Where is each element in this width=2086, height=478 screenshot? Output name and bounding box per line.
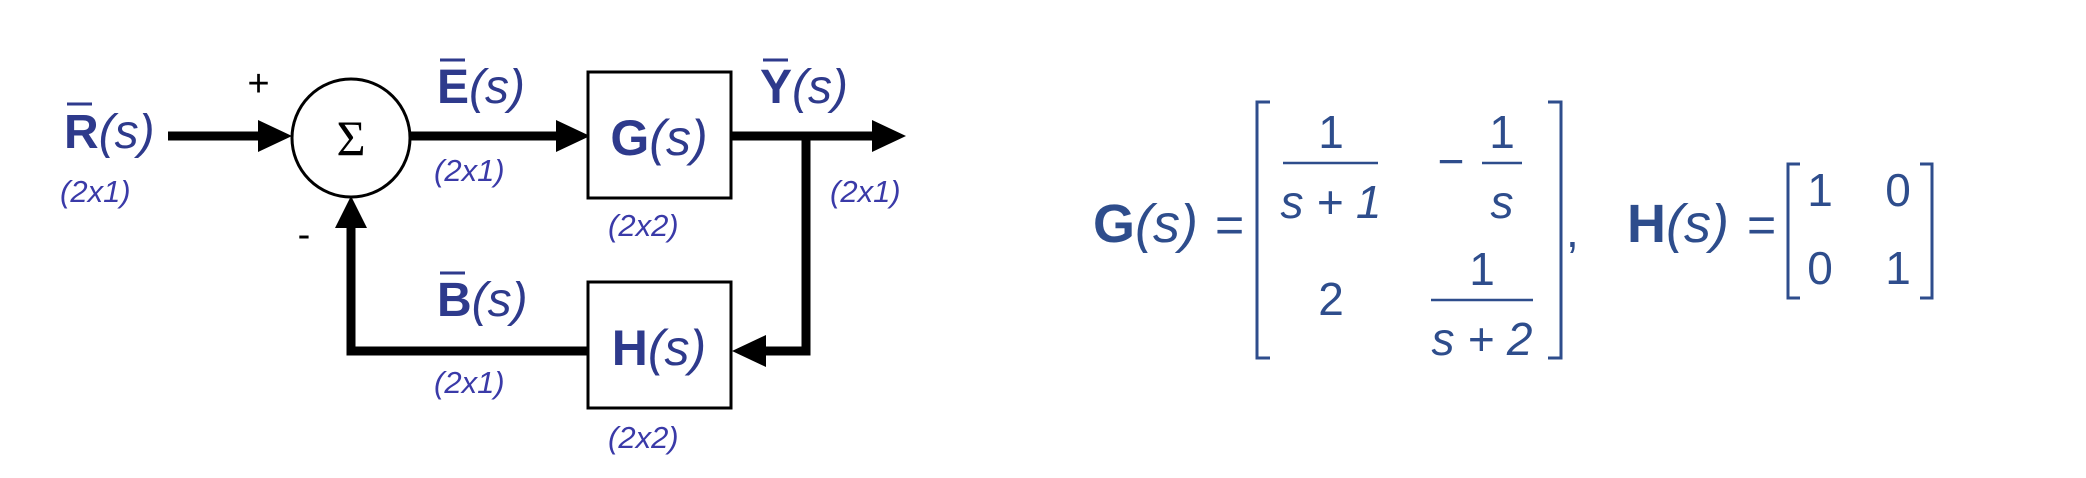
svg-text:E(s): E(s) bbox=[437, 61, 525, 114]
feedback-signal-arg: (s) bbox=[472, 274, 528, 327]
feedback-block-symbol: H bbox=[612, 320, 648, 376]
g-eq-symbol: G bbox=[1093, 194, 1135, 254]
output-arg: (s) bbox=[792, 61, 848, 114]
svg-text:H(s): H(s) bbox=[1627, 194, 1729, 254]
feedback-box bbox=[586, 280, 733, 410]
plant-arg: (s) bbox=[649, 110, 707, 166]
error-arg: (s) bbox=[469, 61, 525, 114]
g-eq-arg: (s) bbox=[1135, 194, 1198, 254]
feedback-block-arg: (s) bbox=[648, 320, 706, 376]
plant-block: G(s) (2x2) bbox=[586, 70, 733, 243]
svg-text:R(s): R(s) bbox=[64, 106, 155, 159]
h-m11: 1 bbox=[1807, 164, 1833, 216]
input-symbol: R bbox=[64, 106, 99, 159]
output-symbol: Y bbox=[760, 61, 792, 114]
output-signal-label: Y(s) (2x1) bbox=[760, 58, 901, 209]
error-dimension: (2x1) bbox=[434, 153, 505, 188]
g-m12-sign: − bbox=[1438, 135, 1465, 187]
feedback-signal-label: B(s) (2x1) bbox=[434, 271, 528, 400]
svg-text:G(s): G(s) bbox=[1093, 194, 1198, 254]
feedback-arrowhead-up bbox=[335, 196, 367, 228]
svg-text:Y(s): Y(s) bbox=[760, 61, 848, 114]
g-bracket-right bbox=[1548, 100, 1563, 360]
error-signal-label: E(s) (2x1) bbox=[434, 58, 525, 188]
g-equation: G(s) = 1 s + 1 − 1 s 2 1 s + 2 , bbox=[1093, 100, 1579, 365]
g-m11-denominator: s + 1 bbox=[1280, 176, 1381, 228]
g-m22-denominator: s + 2 bbox=[1431, 313, 1532, 365]
h-bracket-right bbox=[1920, 162, 1934, 300]
svg-text:H(s): H(s) bbox=[612, 320, 706, 376]
h-m12: 0 bbox=[1885, 164, 1911, 216]
g-m21: 2 bbox=[1318, 273, 1344, 325]
feedback-block: H(s) (2x2) bbox=[586, 280, 733, 455]
feedback-signal-symbol: B bbox=[437, 274, 472, 327]
h-eq-symbol: H bbox=[1627, 194, 1666, 254]
feedback-signal-dimension: (2x1) bbox=[434, 365, 505, 400]
feedback-block-dimension: (2x2) bbox=[608, 420, 679, 455]
h-eq-equals: = bbox=[1747, 197, 1776, 253]
g-bracket-left bbox=[1255, 100, 1270, 360]
minus-sign: - bbox=[298, 214, 311, 256]
g-m12-denominator: s bbox=[1491, 176, 1514, 228]
g-m12-numerator: 1 bbox=[1489, 106, 1515, 158]
plus-sign: + bbox=[247, 63, 269, 105]
h-m21: 0 bbox=[1807, 242, 1833, 294]
block-diagram: R(s) (2x1) Σ + - E(s) (2x1) bbox=[60, 58, 906, 455]
plant-dimension: (2x2) bbox=[608, 208, 679, 243]
output-arrowhead bbox=[872, 120, 906, 152]
sigma-symbol: Σ bbox=[336, 110, 365, 166]
svg-text:B(s): B(s) bbox=[437, 274, 528, 327]
h-equation: H(s) = 1 0 0 1 bbox=[1627, 162, 1934, 300]
error-symbol: E bbox=[437, 61, 469, 114]
h-eq-arg: (s) bbox=[1666, 194, 1729, 254]
h-bracket-left bbox=[1786, 162, 1800, 300]
feedback-path-left bbox=[346, 228, 588, 356]
g-m22-numerator: 1 bbox=[1469, 243, 1495, 295]
output-dimension: (2x1) bbox=[830, 174, 901, 209]
feedback-arrowhead-right bbox=[732, 335, 766, 367]
g-m11-numerator: 1 bbox=[1318, 106, 1344, 158]
h-m22: 1 bbox=[1885, 242, 1911, 294]
g-eq-comma: , bbox=[1566, 205, 1579, 257]
input-dimension: (2x1) bbox=[60, 174, 131, 209]
error-arrowhead bbox=[556, 120, 590, 152]
summing-junction: Σ + - bbox=[247, 63, 412, 256]
input-arrowhead bbox=[258, 120, 292, 152]
g-eq-equals: = bbox=[1215, 197, 1244, 253]
input-signal-label: R(s) (2x1) bbox=[60, 102, 155, 209]
plant-box bbox=[586, 70, 733, 200]
svg-text:G(s): G(s) bbox=[610, 110, 707, 166]
input-arg: (s) bbox=[99, 106, 155, 159]
plant-symbol: G bbox=[610, 110, 649, 166]
feedback-path-right bbox=[752, 136, 811, 356]
